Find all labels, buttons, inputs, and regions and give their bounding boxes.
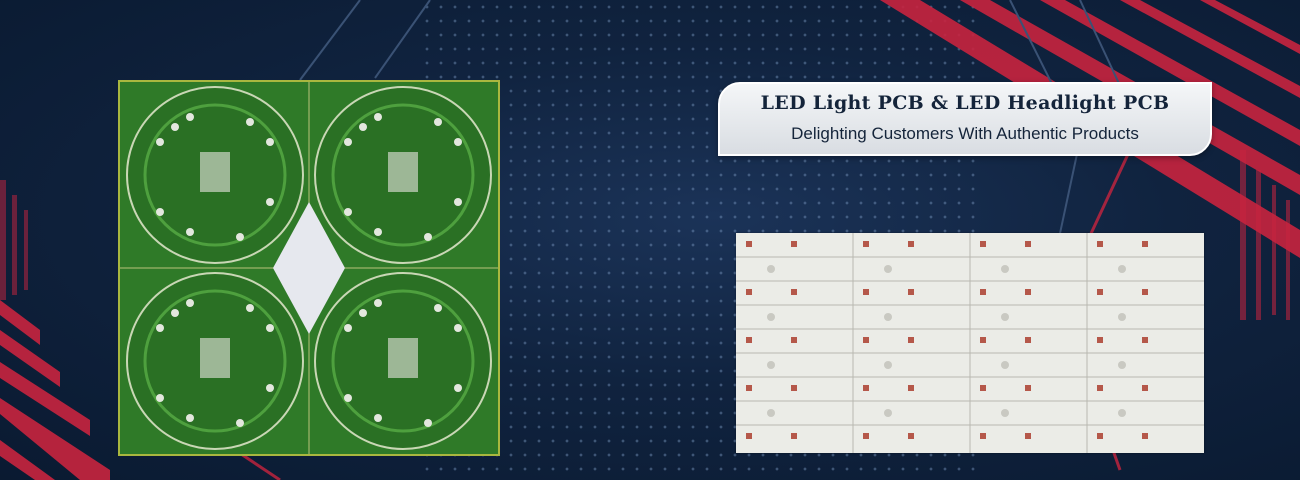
white-led-pcb-image (736, 233, 1204, 453)
headline-box: LED Light PCB & LED Headlight PCB Deligh… (718, 82, 1212, 156)
headline-title: LED Light PCB & LED Headlight PCB (760, 92, 1170, 114)
green-pcb-image (118, 80, 500, 456)
headline-subtitle: Delighting Customers With Authentic Prod… (791, 124, 1139, 143)
